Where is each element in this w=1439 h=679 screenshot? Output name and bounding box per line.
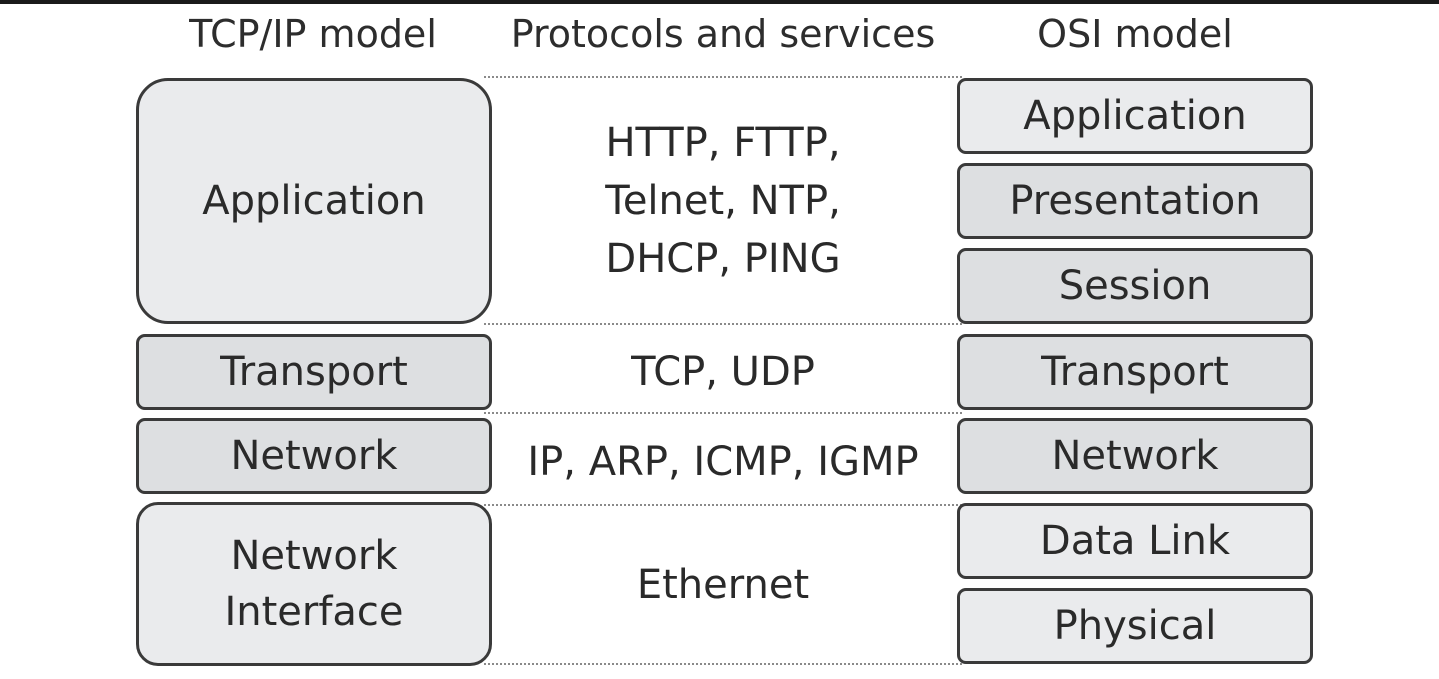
application-protocols: HTTP, FTTP, Telnet, NTP, DHCP, PING: [492, 86, 954, 316]
osi-data-link-label: Data Link: [1039, 518, 1231, 564]
separator-transport-network: [484, 412, 962, 414]
osi-application-label: Application: [1023, 93, 1247, 139]
network-protocols: IP, ARP, ICMP, IGMP: [527, 439, 919, 485]
tcpip-network-label: Network: [230, 433, 398, 479]
osi-session-layer: Session: [957, 248, 1313, 324]
osi-network-label: Network: [1051, 433, 1219, 479]
tcpip-application-label: Application: [202, 178, 426, 224]
separator-network-interface: [484, 504, 962, 506]
osi-application-layer: Application: [957, 78, 1313, 154]
osi-presentation-label: Presentation: [1009, 178, 1261, 224]
transport-protocols: TCP, UDP: [631, 349, 815, 395]
application-protocols-line3: DHCP, PING: [605, 236, 841, 282]
separator-application-transport: [484, 323, 962, 325]
separator-bottom: [484, 663, 962, 665]
separator-top: [484, 76, 962, 78]
tcpip-network-interface-label-line2: Interface: [224, 589, 404, 635]
tcpip-model-header: TCP/IP model: [189, 12, 437, 56]
application-protocols-line2: Telnet, NTP,: [605, 178, 841, 224]
osi-session-label: Session: [1058, 263, 1212, 309]
tcpip-network-interface-label-line1: Network: [230, 533, 398, 579]
osi-transport-layer: Transport: [957, 334, 1313, 410]
application-protocols-line1: HTTP, FTTP,: [605, 120, 841, 166]
network-interface-protocols: Ethernet: [636, 562, 810, 608]
osi-physical-label: Physical: [1053, 603, 1217, 649]
protocols-header: Protocols and services: [510, 12, 936, 56]
osi-transport-label: Transport: [1041, 349, 1229, 395]
tcpip-transport-layer: Transport: [136, 334, 492, 410]
tcpip-network-layer: Network: [136, 418, 492, 494]
tcpip-network-interface-layer: Network Interface: [136, 502, 492, 666]
osi-data-link-layer: Data Link: [957, 503, 1313, 579]
top-rule: [0, 0, 1439, 4]
tcpip-transport-label: Transport: [220, 349, 408, 395]
osi-network-layer: Network: [957, 418, 1313, 494]
tcpip-application-layer: Application: [136, 78, 492, 324]
osi-presentation-layer: Presentation: [957, 163, 1313, 239]
osi-physical-layer: Physical: [957, 588, 1313, 664]
osi-model-header: OSI model: [1037, 12, 1233, 56]
